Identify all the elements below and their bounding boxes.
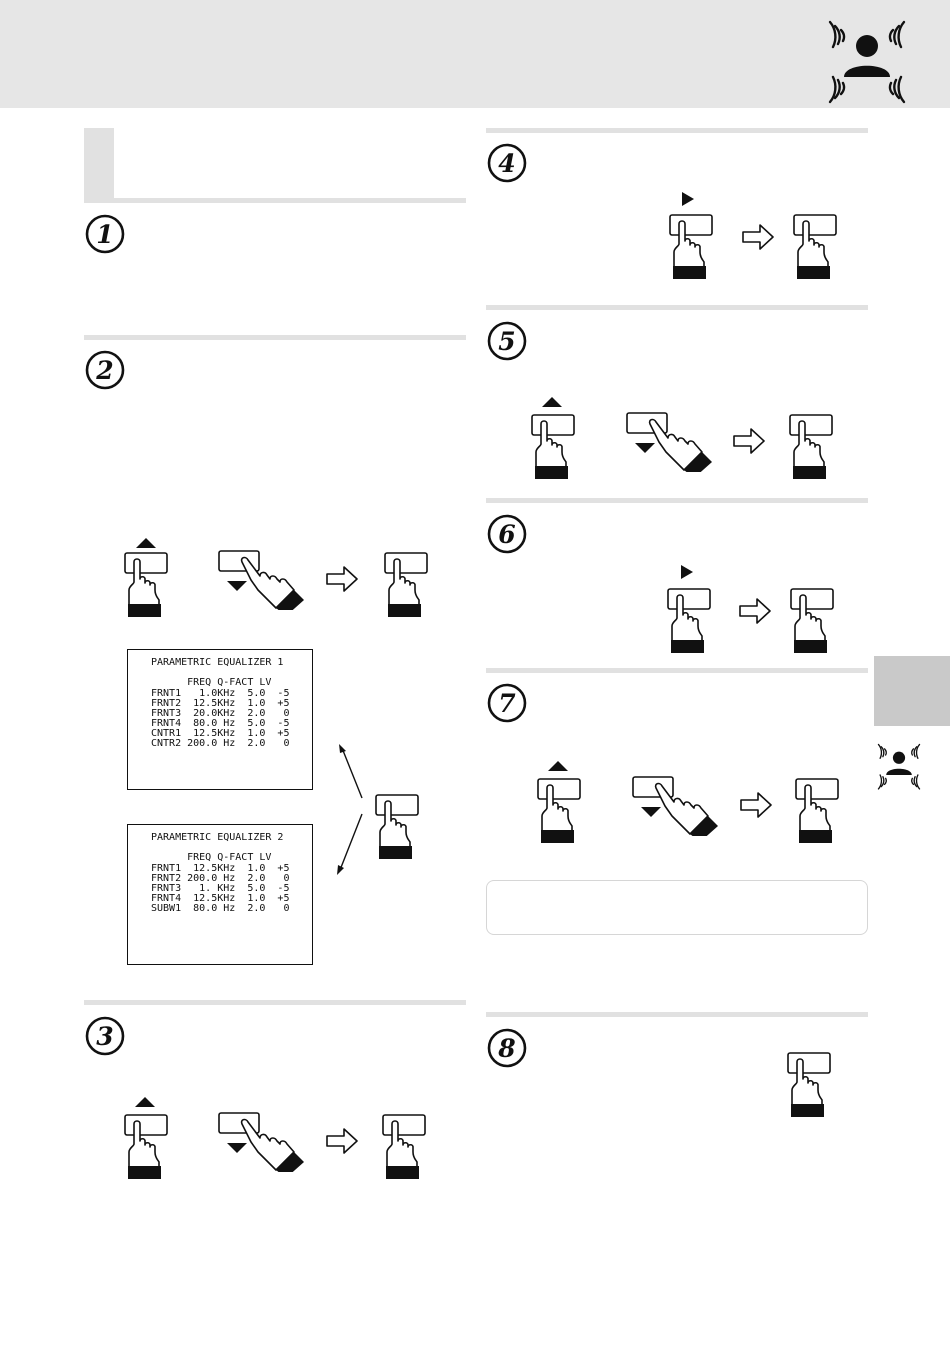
person-sound-waves-icon <box>874 740 924 790</box>
person-sound-waves-icon <box>822 14 912 104</box>
eq-screen-1: PARAMETRIC EQUALIZER 1 FREQ Q-FACT LV FR… <box>127 649 313 790</box>
screen-row: CNTR1 12.5KHz 1.0 +5 <box>151 728 290 739</box>
svg-text:3: 3 <box>96 1022 113 1051</box>
step-number-3: 3 <box>85 1016 125 1061</box>
screen-row: FRNT3 1. KHz 5.0 -5 <box>151 883 290 894</box>
outline-arrow-right-icon <box>733 428 765 454</box>
outline-arrow-right-icon <box>739 598 771 624</box>
title-marker <box>84 128 114 198</box>
step-number-7: 7 <box>487 683 527 728</box>
screen-row: FRNT4 80.0 Hz 5.0 -5 <box>151 718 290 729</box>
section-divider <box>84 1000 466 1005</box>
section-divider <box>486 1012 868 1017</box>
outline-arrow-right-icon <box>326 1128 358 1154</box>
step-number-1: 1 <box>85 214 125 259</box>
press-right-button[interactable] <box>667 588 711 654</box>
triangle-up-icon <box>542 397 562 407</box>
triangle-right-icon <box>681 565 693 579</box>
press-enter-button[interactable] <box>789 414 833 480</box>
rotary-control-hand[interactable] <box>218 1112 308 1172</box>
eq-screen-2: PARAMETRIC EQUALIZER 2 FREQ Q-FACT LV FR… <box>127 824 313 965</box>
note-box <box>486 880 868 935</box>
rotary-control-hand[interactable] <box>626 412 716 472</box>
section-divider <box>84 198 466 203</box>
step-number-8: 8 <box>487 1028 527 1073</box>
step-label: 1 <box>96 220 113 249</box>
triangle-up-icon <box>135 1097 155 1107</box>
screen-column-header: FREQ Q-FACT LV <box>151 852 272 863</box>
svg-text:8: 8 <box>497 1034 515 1063</box>
svg-text:2: 2 <box>95 356 113 385</box>
screen-title: PARAMETRIC EQUALIZER 2 <box>151 832 284 843</box>
rotary-control-hand[interactable] <box>632 776 722 836</box>
triangle-up-icon <box>136 538 156 548</box>
press-enter-button[interactable] <box>384 552 428 618</box>
section-divider <box>486 128 868 133</box>
triangle-right-icon <box>682 192 694 206</box>
press-up-button[interactable] <box>124 1114 168 1180</box>
screen-title: PARAMETRIC EQUALIZER 1 <box>151 657 284 668</box>
press-up-button[interactable] <box>531 414 575 480</box>
press-button[interactable] <box>787 1052 831 1118</box>
screen-row: FRNT1 1.0KHz 5.0 -5 <box>151 688 290 699</box>
section-divider <box>486 668 868 673</box>
press-up-button[interactable] <box>537 778 581 844</box>
step-number-4: 4 <box>487 143 527 188</box>
section-divider <box>486 305 868 310</box>
svg-text:4: 4 <box>498 149 515 178</box>
triangle-up-icon <box>548 761 568 771</box>
outline-arrow-right-icon <box>326 566 358 592</box>
outline-arrow-right-icon <box>740 792 772 818</box>
toggle-arrows-icon <box>337 744 363 875</box>
section-divider <box>486 498 868 503</box>
step-number-6: 6 <box>487 514 527 559</box>
press-enter-button[interactable] <box>795 778 839 844</box>
step-number-2: 2 <box>85 350 125 395</box>
section-divider <box>84 335 466 340</box>
press-right-button[interactable] <box>669 214 713 280</box>
page-header <box>0 0 950 108</box>
screen-row: FRNT3 20.0KHz 2.0 0 <box>151 708 290 719</box>
outline-arrow-right-icon <box>742 224 774 250</box>
svg-text:6: 6 <box>498 520 515 549</box>
press-enter-button[interactable] <box>790 588 834 654</box>
screen-column-header: FREQ Q-FACT LV <box>151 677 272 688</box>
screen-row: FRNT1 12.5KHz 1.0 +5 <box>151 863 290 874</box>
section-tab <box>874 656 950 726</box>
screen-row: CNTR2 200.0 Hz 2.0 0 <box>151 738 290 749</box>
screen-row: FRNT2 12.5KHz 1.0 +5 <box>151 698 290 709</box>
press-up-button[interactable] <box>124 552 168 618</box>
screen-row: SUBW1 80.0 Hz 2.0 0 <box>151 903 290 914</box>
screen-row: FRNT4 12.5KHz 1.0 +5 <box>151 893 290 904</box>
step-number-5: 5 <box>487 321 527 366</box>
svg-text:7: 7 <box>498 689 516 718</box>
press-toggle-button[interactable] <box>375 794 419 860</box>
press-enter-button[interactable] <box>382 1114 426 1180</box>
svg-text:5: 5 <box>498 327 515 356</box>
rotary-control-hand[interactable] <box>218 550 308 610</box>
press-enter-button[interactable] <box>793 214 837 280</box>
screen-row: FRNT2 200.0 Hz 2.0 0 <box>151 873 290 884</box>
